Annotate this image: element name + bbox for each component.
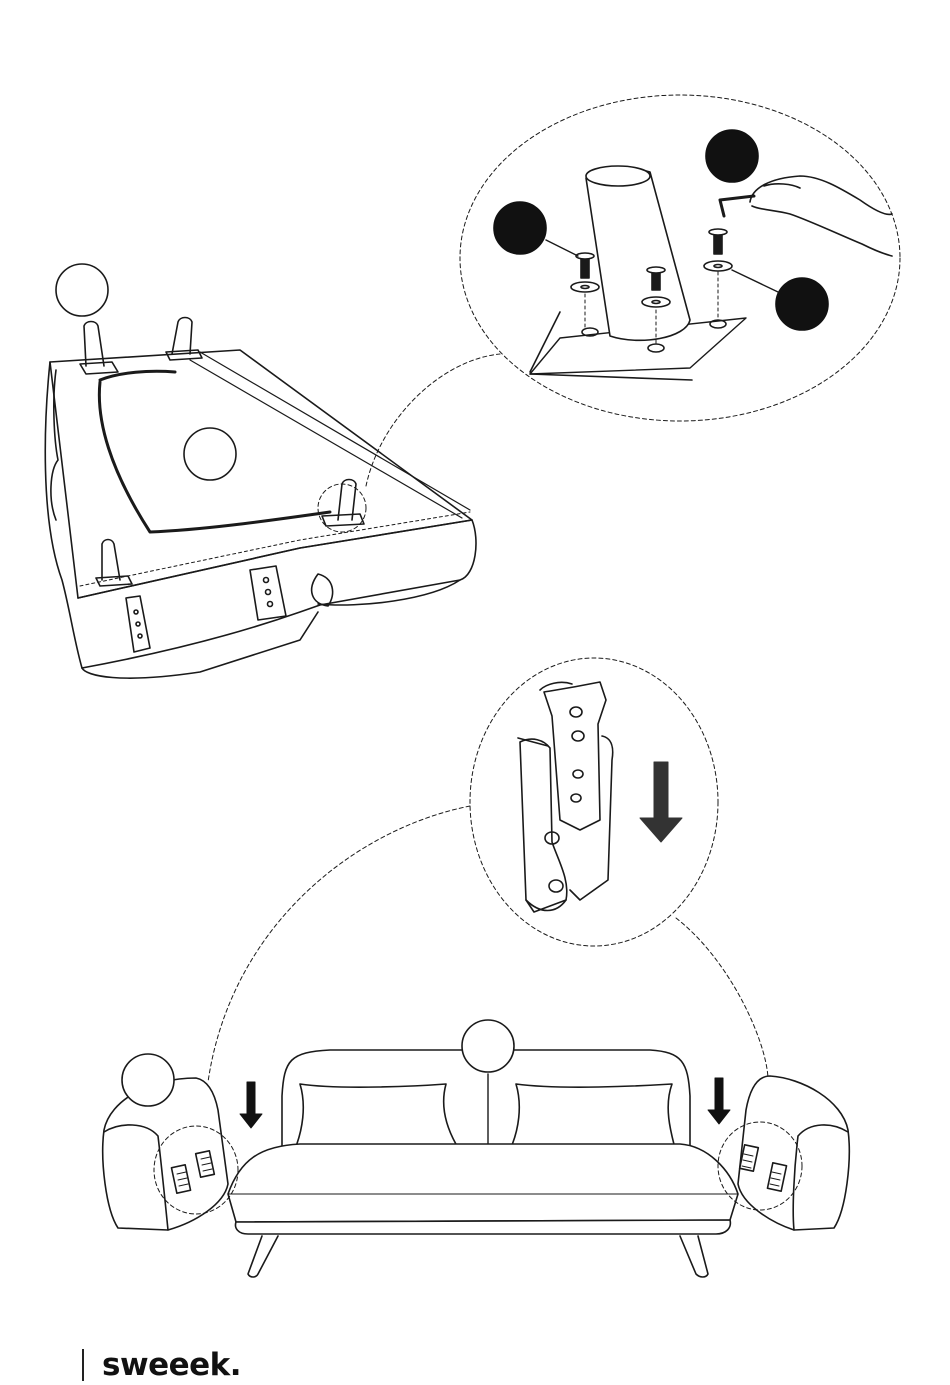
bracket-detail bbox=[470, 658, 718, 946]
part-badge-key-icon bbox=[706, 130, 758, 182]
right-arrow-down-icon bbox=[708, 1078, 730, 1124]
sofa-seat-upside-down bbox=[45, 318, 476, 679]
right-armrest bbox=[718, 1076, 849, 1230]
brand-logo-text: sweeek. bbox=[102, 1347, 241, 1383]
step-badge-sofa-icon bbox=[462, 1020, 514, 1072]
left-armrest bbox=[103, 1078, 238, 1230]
brand-divider bbox=[82, 1349, 84, 1381]
sofa-front-view bbox=[228, 1050, 738, 1277]
step-badge-b-icon bbox=[184, 428, 236, 480]
leg-fixing-detail bbox=[460, 95, 900, 421]
left-arrow-down-icon bbox=[240, 1082, 262, 1128]
step-badge-armrest-icon bbox=[122, 1054, 174, 1106]
part-badge-screw-icon bbox=[494, 202, 546, 254]
part-badge-washer-icon bbox=[776, 278, 828, 330]
allen-key-icon bbox=[720, 196, 754, 216]
step-badge-a-icon bbox=[56, 264, 108, 316]
brand-logo: sweeek. bbox=[82, 1345, 241, 1385]
hand-icon bbox=[750, 176, 892, 256]
arrow-down-icon bbox=[640, 762, 682, 842]
